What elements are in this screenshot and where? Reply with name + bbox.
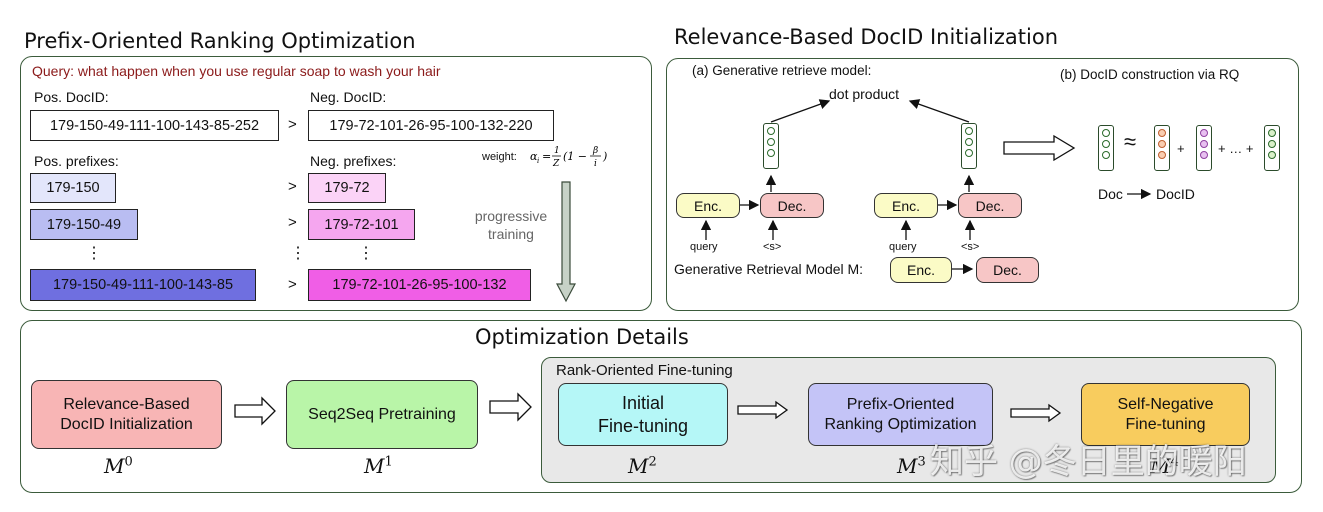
neg-prefix-2: 179-72-101 <box>308 209 415 240</box>
mid-ellipsis: ⋮ <box>290 245 306 262</box>
enc-box-right: Enc. <box>874 193 938 218</box>
relevance-connectors <box>700 99 1152 275</box>
model-m3-index: 3 <box>917 454 926 470</box>
relevance-panel-title: Relevance-Based DocID Initialization <box>674 25 1059 49</box>
query-input-right: query <box>889 241 917 253</box>
pos-docid-box: 179-150-49-111-100-143-85-252 <box>30 110 279 141</box>
neg-prefixes-label: Neg. prefixes: <box>310 153 397 169</box>
svg-text:i: i <box>537 157 539 165</box>
model-m3: M3 <box>897 454 926 478</box>
codebook-vector-n <box>1264 125 1280 171</box>
plus-symbol: + <box>1177 141 1185 156</box>
part-a-label: (a) Generative retrieve model: <box>692 63 872 78</box>
model-m4-index: 4 <box>1170 454 1179 470</box>
start-token-left: <s> <box>763 241 782 253</box>
codebook-vector-1 <box>1154 125 1170 171</box>
model-m0-index: 0 <box>124 454 133 470</box>
neg-docid-label: Neg. DocID: <box>310 89 387 105</box>
svg-text:(1 −: (1 − <box>563 150 587 163</box>
model-m4: M4 <box>1150 454 1179 478</box>
stage-initial-finetuning: Initial Fine-tuning <box>558 383 728 446</box>
svg-text:Z: Z <box>552 159 560 169</box>
neg-docid-box: 179-72-101-26-95-100-132-220 <box>308 110 554 141</box>
codebook-vector-2 <box>1196 125 1212 171</box>
model-enc-box: Enc. <box>890 257 952 283</box>
rank-oriented-title: Rank-Oriented Fine-tuning <box>556 362 733 379</box>
model-m1-index: 1 <box>384 454 393 470</box>
model-dec-box: Dec. <box>976 257 1039 283</box>
prefix-gt-3: > <box>288 276 297 293</box>
svg-text:): ) <box>602 150 607 163</box>
weight-formula-graphic: α i = 1 Z (1 − β i ) <box>530 146 607 169</box>
query-vector <box>763 123 779 169</box>
dot-product-label: dot product <box>829 86 900 102</box>
progressive-training-label: progressive training <box>474 208 548 242</box>
pos-neg-gt: > <box>288 116 297 133</box>
query-text: Query: what happen when you use regular … <box>32 63 441 79</box>
neg-ellipsis: ⋮ <box>358 245 374 262</box>
prefix-panel-title: Prefix-Oriented Ranking Optimization <box>24 29 416 53</box>
neg-prefix-1: 179-72 <box>308 173 386 203</box>
prefix-gt-1: > <box>288 178 297 195</box>
enc-box-left: Enc. <box>676 193 740 218</box>
approx-symbol: ≈ <box>1124 129 1137 154</box>
progressive-arrow <box>556 181 576 303</box>
model-m4-symbol: M <box>1150 454 1171 478</box>
svg-text:=: = <box>542 150 551 163</box>
query-input-left: query <box>690 241 718 253</box>
svg-text:i: i <box>594 159 597 169</box>
doc-label: Doc <box>1098 186 1123 202</box>
model-m1: M1 <box>364 454 393 478</box>
prefix-gt-2: > <box>288 214 297 231</box>
part-b-label: (b) DocID construction via RQ <box>1060 67 1240 82</box>
pos-prefix-2: 179-150-49 <box>30 209 138 240</box>
weight-label: weight: <box>482 151 517 163</box>
stage-prefix-ranking: Prefix-Oriented Ranking Optimization <box>808 383 993 446</box>
doc-embedding-vector <box>1098 125 1114 171</box>
start-token-right: <s> <box>961 241 980 253</box>
model-m2-symbol: M <box>628 454 649 478</box>
pos-ellipsis: ⋮ <box>86 245 102 262</box>
model-m2: M2 <box>628 454 657 478</box>
dec-box-right: Dec. <box>958 193 1022 218</box>
neg-prefix-3: 179-72-101-26-95-100-132 <box>308 269 531 301</box>
svg-text:β: β <box>592 146 598 156</box>
svg-text:1: 1 <box>554 146 560 156</box>
docid-label: DocID <box>1156 186 1195 202</box>
pos-prefix-3: 179-150-49-111-100-143-85 <box>30 269 256 301</box>
generative-model-label: Generative Retrieval Model M: <box>674 261 864 277</box>
model-m1-symbol: M <box>364 454 385 478</box>
stage-relevance-init: Relevance-Based DocID Initialization <box>31 380 222 449</box>
pos-prefix-1: 179-150 <box>30 173 116 203</box>
watermark: 知乎 @冬日里的暖阳 <box>930 442 1247 482</box>
model-m3-symbol: M <box>897 454 918 478</box>
plus-dots-symbol: + … + <box>1218 141 1254 156</box>
model-m0: M0 <box>104 454 133 478</box>
doc-vector <box>961 123 977 169</box>
model-m2-index: 2 <box>648 454 657 470</box>
dec-box-left: Dec. <box>760 193 824 218</box>
stage-seq2seq-pretraining: Seq2Seq Pretraining <box>286 380 478 449</box>
pos-docid-label: Pos. DocID: <box>34 89 109 105</box>
details-panel-title: Optimization Details <box>475 325 689 349</box>
stage-self-negative: Self-Negative Fine-tuning <box>1081 383 1250 446</box>
model-m0-symbol: M <box>104 454 125 478</box>
svg-text:α: α <box>530 150 538 163</box>
pos-prefixes-label: Pos. prefixes: <box>34 153 119 169</box>
